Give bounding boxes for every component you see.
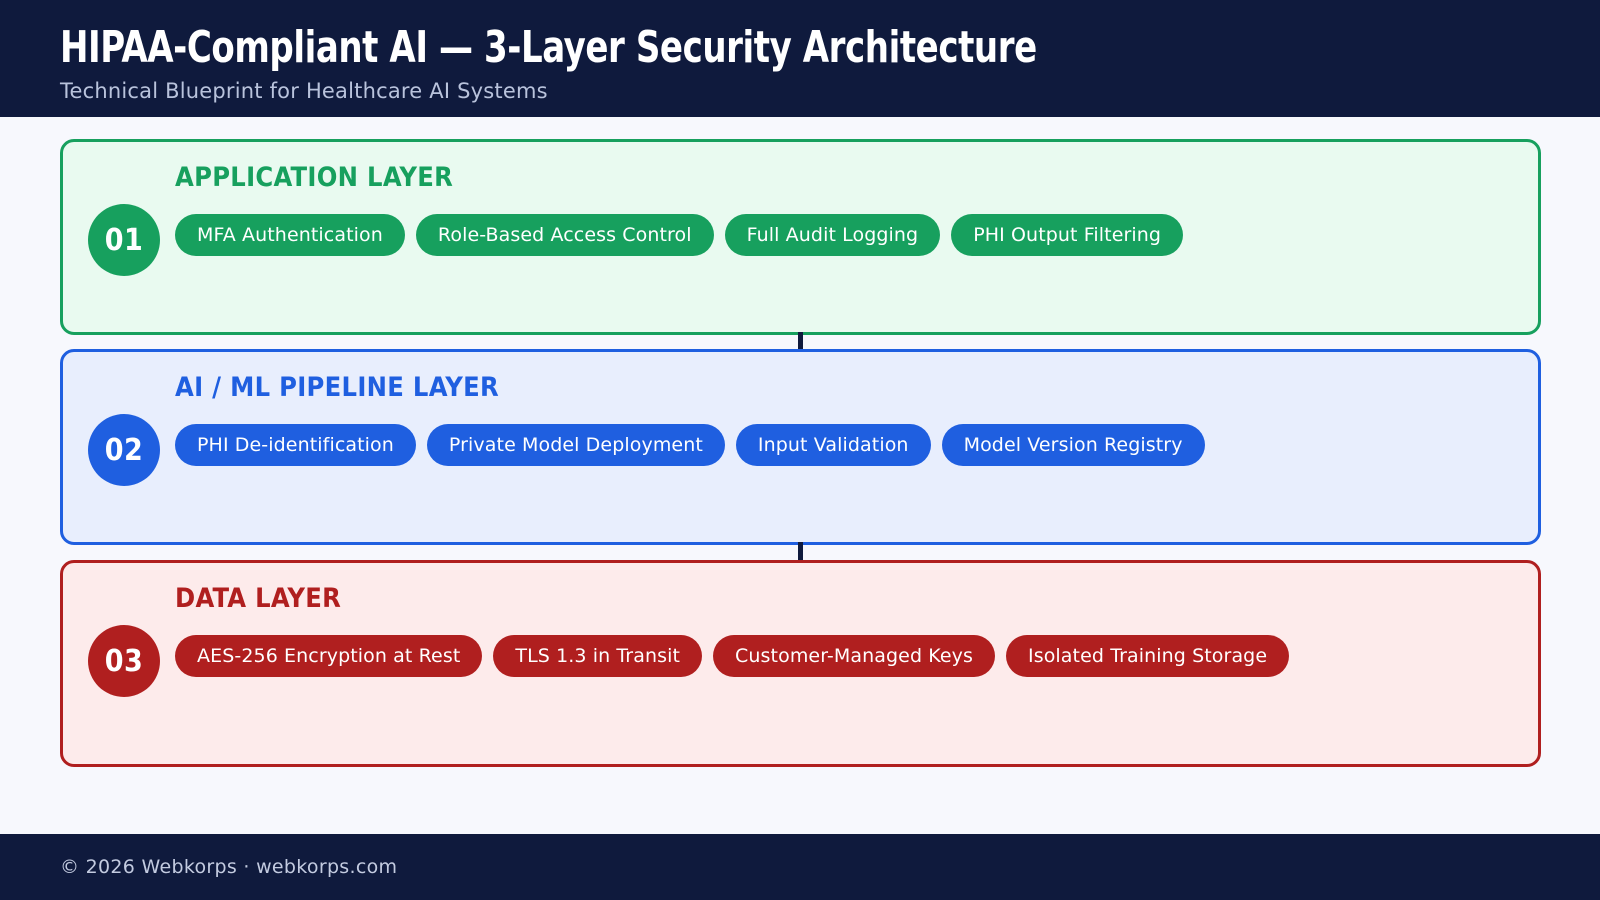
page-header: HIPAA-Compliant AI — 3-Layer Security Ar…: [0, 0, 1600, 117]
layer-control-pill[interactable]: TLS 1.3 in Transit: [493, 635, 703, 677]
layer-number-badge: 01: [88, 204, 160, 276]
page-subtitle: Technical Blueprint for Healthcare AI Sy…: [60, 79, 548, 103]
layer-control-pill[interactable]: Full Audit Logging: [724, 214, 941, 256]
architecture-diagram: APPLICATION LAYER 01 MFA Authentication …: [0, 117, 1600, 834]
layer-control-pill[interactable]: Input Validation: [735, 424, 931, 466]
layer-connector-1-2: [798, 332, 803, 352]
page-footer: © 2026 Webkorps · webkorps.com: [0, 834, 1600, 900]
layer-control-pill[interactable]: MFA Authentication: [175, 214, 405, 256]
page-title: HIPAA-Compliant AI — 3-Layer Security Ar…: [60, 22, 1037, 73]
layer-control-pill[interactable]: Role-Based Access Control: [415, 214, 714, 256]
layer-title: APPLICATION LAYER: [175, 162, 454, 193]
layer-control-pill[interactable]: Private Model Deployment: [426, 424, 725, 466]
layer-control-list: AES-256 Encryption at Rest TLS 1.3 in Tr…: [175, 635, 1514, 677]
layer-panel-data[interactable]: DATA LAYER 03 AES-256 Encryption at Rest…: [60, 560, 1541, 767]
layer-control-list: MFA Authentication Role-Based Access Con…: [175, 214, 1514, 256]
layer-number-badge: 03: [88, 625, 160, 697]
layer-control-pill[interactable]: Isolated Training Storage: [1006, 635, 1290, 677]
footer-copyright: © 2026 Webkorps · webkorps.com: [60, 856, 398, 878]
layer-control-pill[interactable]: PHI De-identification: [175, 424, 416, 466]
layer-title: AI / ML PIPELINE LAYER: [175, 372, 500, 403]
layer-control-list: PHI De-identification Private Model Depl…: [175, 424, 1514, 466]
layer-control-pill[interactable]: AES-256 Encryption at Rest: [175, 635, 483, 677]
layer-control-pill[interactable]: Model Version Registry: [941, 424, 1205, 466]
layer-connector-2-3: [798, 542, 803, 563]
layer-title: DATA LAYER: [175, 583, 342, 614]
layer-control-pill[interactable]: Customer-Managed Keys: [713, 635, 995, 677]
layer-control-pill[interactable]: PHI Output Filtering: [951, 214, 1184, 256]
layer-number-badge: 02: [88, 414, 160, 486]
layer-panel-application[interactable]: APPLICATION LAYER 01 MFA Authentication …: [60, 139, 1541, 335]
layer-panel-ai-ml-pipeline[interactable]: AI / ML PIPELINE LAYER 02 PHI De-identif…: [60, 349, 1541, 545]
